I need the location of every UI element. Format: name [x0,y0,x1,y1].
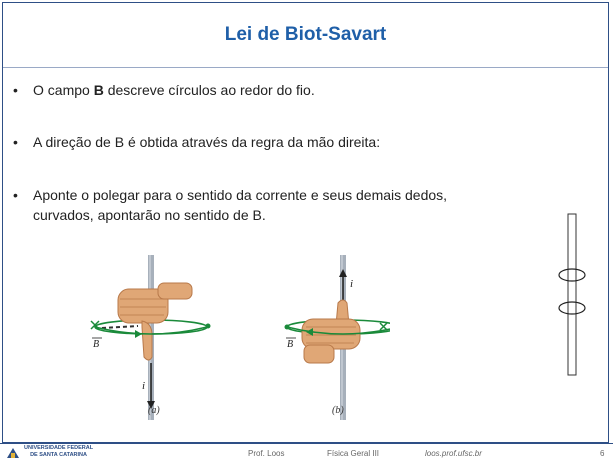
wire-outline [567,213,577,376]
bullet-dot: • [13,82,18,98]
label-i-b: i [350,278,353,290]
caption-b: (b) [332,405,344,416]
caption-a: (a) [148,405,160,416]
hand-a-wrist [157,282,193,300]
current-arrowhead-b-icon [339,269,347,277]
right-hand-rule-figure: i B i B (a) (b) [90,255,390,420]
label-B-b: B [287,339,293,350]
bullet-3-line1: Aponte o polegar para o sentido da corre… [33,187,448,203]
label-B-a: B [93,339,99,350]
dot-out-b [284,324,290,330]
bullet-dot: • [13,187,18,203]
ring-lower [558,301,586,315]
bullet-1-post: descreve círculos ao redor do fio. [103,82,315,98]
university-line1: UNIVERSIDADE FEDERAL [24,445,94,451]
field-ring-a-front [94,326,208,335]
figure-a: i B [90,255,211,420]
ring-a-arrow-icon [135,330,142,338]
ufsc-logo-icon [6,446,20,459]
footer-author: Prof. Loos [248,449,285,458]
label-i-a: i [142,380,145,392]
university-line2: DE SANTA CATARINA [30,451,87,458]
hand-a-thumb [141,320,153,361]
hand-b-fingers [306,326,356,344]
footer-course: Física Geral III [327,449,380,458]
page-number: 6 [600,449,605,458]
hand-a-fingers [120,298,166,316]
figure-b: i B [284,255,390,420]
hand-b-wrist [303,344,335,364]
ring-b-arrow-icon [306,328,313,336]
slide-frame: Lei de Biot-Savart [2,2,609,443]
bullet-3-text: Aponte o polegar para o sentido da corre… [33,185,447,225]
current-arrowhead-a-icon [147,401,155,409]
bullet-2-text: A direção de B é obtida através da regra… [33,134,381,150]
footer-site: loos.prof.ufsc.br [425,449,482,458]
title-bar: Lei de Biot-Savart [3,3,608,68]
bullet-1-bold: B [93,82,104,98]
slide-title: Lei de Biot-Savart [224,24,387,45]
bullet-dot: • [13,134,18,150]
ring-a-dashed [101,325,139,329]
ring-upper [558,268,586,282]
bullet-1-pre: O campo [33,82,94,98]
wire-diagram [558,213,586,376]
university-name: UNIVERSIDADE FEDERAL DE SANTA CATARINA [24,445,93,458]
bullet-3-line2: curvados, apontarão no sentido de B. [33,207,266,223]
footer: UNIVERSIDADE FEDERAL DE SANTA CATARINA P… [0,443,613,462]
cross-in-a-icon [90,320,100,330]
bullet-1-text: O campo B descreve círculos ao redor do … [33,80,315,100]
cross-in-b-icon [379,322,388,331]
dot-out-a [205,323,211,329]
